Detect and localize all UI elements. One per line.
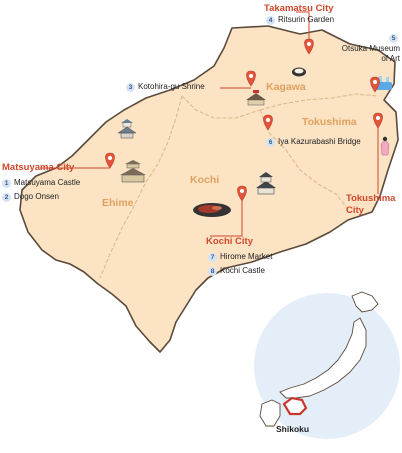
- inset-hokkaido: [351, 291, 379, 313]
- spot-name: Kochi Castle: [220, 266, 265, 275]
- vine-bridge-icon: [380, 136, 390, 156]
- map-pin-icon: [373, 112, 383, 129]
- spot-name: Kotohira-gu Shrine: [138, 82, 205, 91]
- spot-name: Matsuyama Castle: [14, 178, 81, 187]
- map-pin-icon: [263, 114, 273, 131]
- spot-label-otsuka-museum-of-art: 5 Otsuka Museum of Art: [330, 34, 400, 64]
- spot-name: Hirome Market: [220, 252, 273, 261]
- city-label-takamatsu: Takamatsu City: [264, 3, 334, 14]
- shrine-icon: [246, 90, 266, 106]
- map-pin-icon: [370, 76, 380, 93]
- city-label-kochi: Kochi City: [206, 236, 253, 247]
- inset-honshu: [279, 317, 367, 399]
- prefecture-label-ehime: Ehime: [102, 197, 134, 209]
- spot-number-badge: 8: [208, 266, 217, 276]
- city-label-tokushima: Tokushima City: [346, 193, 395, 217]
- inset-label-shikoku: Shikoku: [276, 424, 310, 434]
- spot-number-badge: 7: [208, 252, 217, 262]
- castle-icon: [117, 119, 137, 139]
- inset-shikoku-highlight: [282, 396, 308, 416]
- spot-number-badge: 6: [266, 137, 275, 147]
- prefecture-label-tokushima: Tokushima: [302, 116, 357, 128]
- onsen-building-icon: [120, 160, 146, 183]
- map-pin-icon: [237, 185, 247, 202]
- udon-bowl-icon: [292, 67, 306, 77]
- spot-name: Dogo Onsen: [14, 192, 59, 201]
- shikoku-landmass: [19, 25, 399, 353]
- spot-number-badge: 3: [126, 82, 135, 92]
- museum-art-icon: [376, 76, 392, 90]
- castle-icon: [256, 172, 276, 195]
- border-kochi-tokushima: [259, 109, 351, 213]
- prefecture-label-kagawa: Kagawa: [266, 81, 306, 93]
- spot-number-badge: 2: [2, 192, 11, 202]
- leader-line-kochi: [210, 201, 243, 237]
- spot-name: Ritsurin Garden: [278, 15, 335, 24]
- spot-number-badge: 1: [2, 178, 11, 188]
- city-label-matsuyama: Matsuyama City: [2, 162, 75, 173]
- spot-number-badge: 5: [389, 34, 398, 44]
- border-ehime-kochi: [99, 95, 183, 279]
- spot-name-line1: Otsuka Museum: [341, 44, 400, 53]
- inset-kyushu: [259, 399, 281, 427]
- prefecture-label-kochi: Kochi: [190, 174, 220, 186]
- seared-bonito-icon: [193, 203, 231, 217]
- map-pin-icon: [246, 70, 256, 87]
- map-pin-icon: [105, 152, 115, 169]
- city-label-tokushima-line2: City: [346, 205, 364, 216]
- spot-number-badge: 4: [266, 15, 275, 25]
- spot-name: Iya Kazurabashi Bridge: [278, 137, 361, 146]
- spot-name-line2: of Art: [381, 54, 400, 63]
- city-label-tokushima-line1: Tokushima: [346, 193, 396, 204]
- border-ehime-kagawa: [181, 95, 261, 119]
- border-kagawa-tokushima: [259, 93, 379, 111]
- leader-line-takamatsu: [296, 11, 310, 40]
